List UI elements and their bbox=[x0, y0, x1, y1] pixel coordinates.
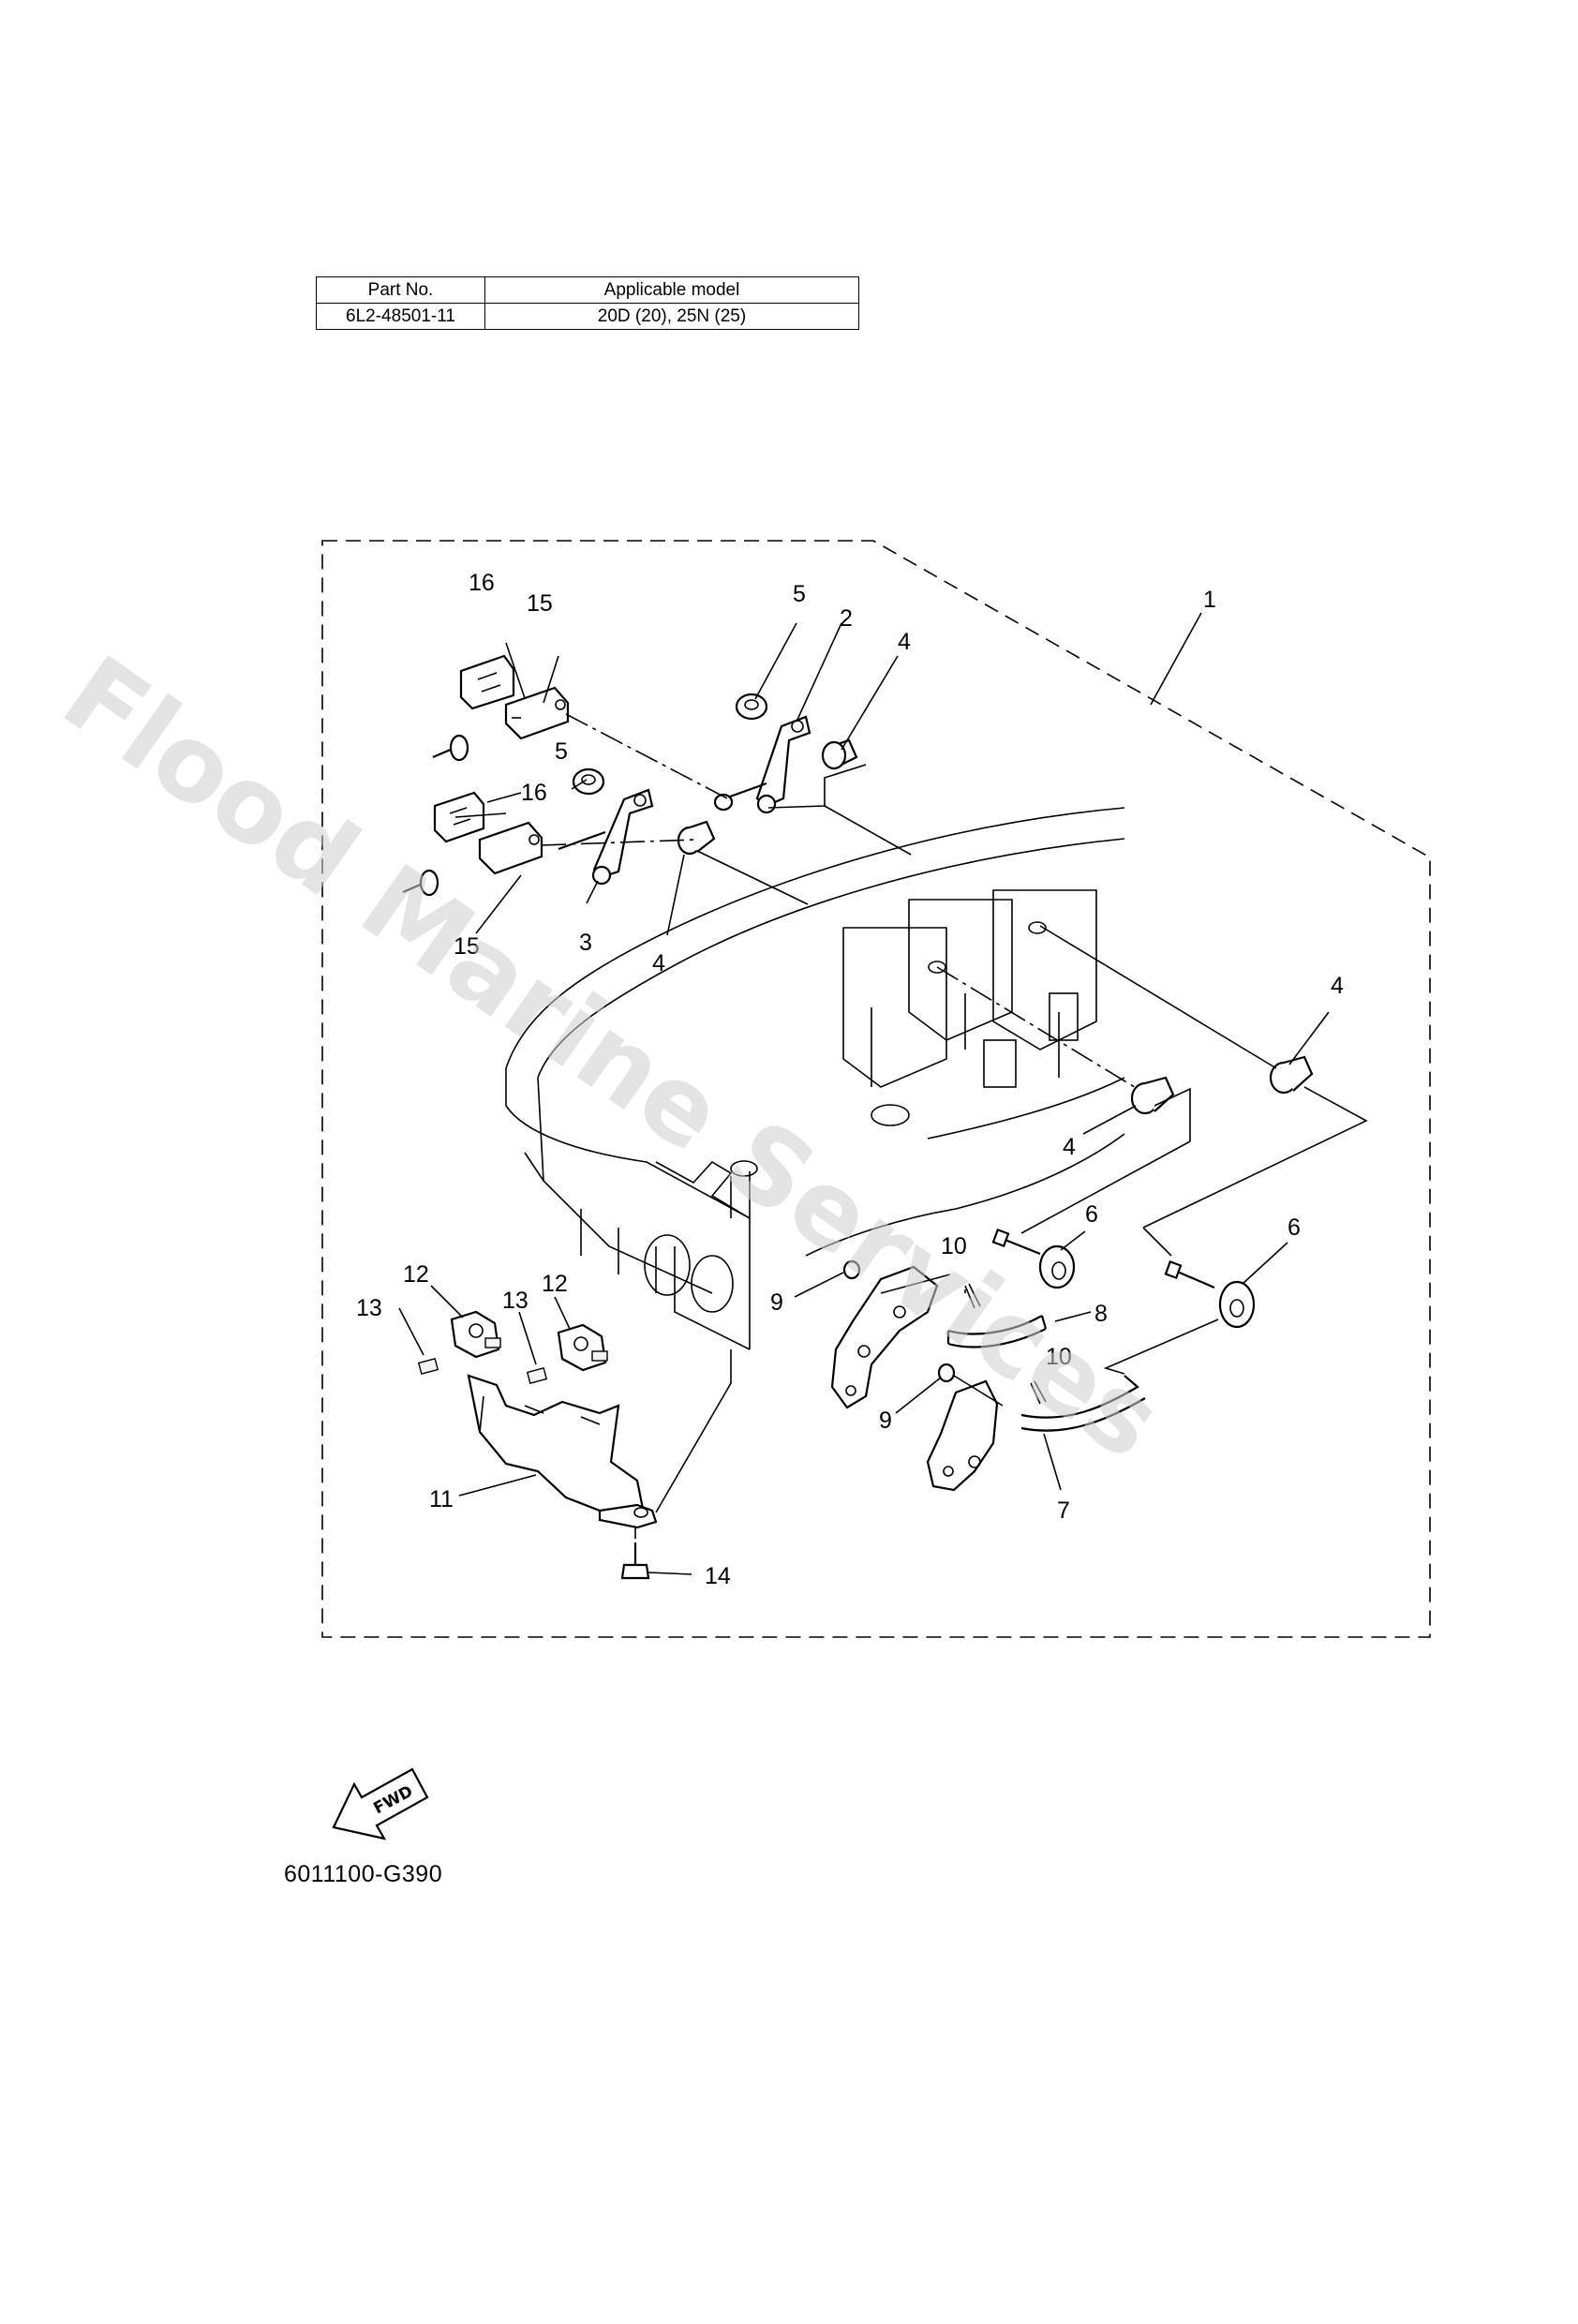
callout-5-lower: 5 bbox=[555, 738, 568, 765]
callout-4-mid: 4 bbox=[652, 950, 665, 976]
part-13-pin-right bbox=[526, 1367, 548, 1384]
part-10-clip-lower bbox=[1030, 1380, 1047, 1405]
callout-11: 11 bbox=[429, 1486, 454, 1512]
part-12-clamp-right bbox=[557, 1323, 608, 1372]
callout-10-upper: 10 bbox=[941, 1233, 967, 1259]
fwd-arrow-icon: FWD bbox=[332, 1767, 429, 1840]
callout-7: 7 bbox=[1057, 1497, 1070, 1524]
table-row: 6L2-48501-11 20D (20), 25N (25) bbox=[316, 303, 859, 330]
callout-5-top: 5 bbox=[793, 581, 806, 607]
assembly-boundary bbox=[321, 540, 1431, 1638]
header-part-no: Part No. bbox=[316, 276, 485, 304]
part-5-nut-lower bbox=[572, 767, 605, 796]
applicable-model-table: Part No. Applicable model 6L2-48501-11 2… bbox=[316, 276, 859, 330]
part-11-bracket bbox=[467, 1374, 658, 1529]
part-4-bushing-center bbox=[1130, 1076, 1175, 1115]
part-10-clip-upper bbox=[964, 1283, 981, 1309]
callout-16-lower: 16 bbox=[521, 780, 547, 806]
callout-4-top: 4 bbox=[898, 629, 911, 655]
callout-12-left: 12 bbox=[403, 1261, 429, 1288]
part-9-washer-lower bbox=[937, 1363, 956, 1383]
callout-16-upper: 16 bbox=[469, 570, 495, 596]
part-9-washer-upper bbox=[842, 1259, 861, 1280]
callout-12-right: 12 bbox=[542, 1271, 568, 1297]
part-4-bushing-upper bbox=[821, 738, 858, 770]
bottom-cowling-outline bbox=[505, 807, 1125, 1350]
engine-mount-blocks bbox=[730, 889, 1097, 1218]
header-applicable-model: Applicable model bbox=[484, 276, 859, 304]
callout-6-left: 6 bbox=[1085, 1201, 1098, 1228]
part-7-link-rod bbox=[1020, 1375, 1146, 1432]
cell-applicable-model: 20D (20), 25N (25) bbox=[484, 303, 859, 330]
throttle-cam-plate-lower bbox=[926, 1379, 999, 1492]
callout-13-right: 13 bbox=[502, 1288, 528, 1314]
part-15-joint-lower bbox=[478, 821, 543, 875]
callout-numbers: 1 2 3 4 4 4 4 5 5 6 6 7 8 9 9 10 10 11 1… bbox=[356, 570, 1344, 1589]
callout-9-lower: 9 bbox=[879, 1408, 892, 1434]
table-header-row: Part No. Applicable model bbox=[316, 276, 859, 304]
part-2-lever bbox=[713, 715, 811, 814]
callout-15-upper: 15 bbox=[527, 590, 553, 617]
part-4-bushing-right bbox=[1269, 1055, 1314, 1095]
callout-9-upper: 9 bbox=[770, 1289, 783, 1316]
part-5-nut-upper bbox=[735, 693, 768, 721]
callout-4-right: 4 bbox=[1331, 973, 1344, 999]
callout-4-center: 4 bbox=[1063, 1134, 1076, 1160]
callout-13-left: 13 bbox=[356, 1295, 382, 1321]
part-3-lever bbox=[558, 788, 654, 886]
throttle-cam-plate-upper bbox=[830, 1265, 939, 1409]
part-4-bushing-middle bbox=[677, 820, 716, 856]
watermark-text: Flood Marine Services bbox=[42, 633, 1184, 1483]
part-6-pivot-right bbox=[1164, 1259, 1256, 1329]
part-8-link-rod bbox=[946, 1315, 1048, 1348]
part-14-bolt bbox=[620, 1542, 650, 1580]
part-16-clip-upper bbox=[459, 654, 515, 710]
part-15-joint-upper bbox=[504, 686, 570, 740]
callout-6-right: 6 bbox=[1288, 1214, 1301, 1241]
part-12-clamp-left bbox=[450, 1310, 501, 1359]
part-13-pin-left bbox=[417, 1358, 439, 1375]
callout-14: 14 bbox=[705, 1563, 731, 1589]
callout-3: 3 bbox=[579, 930, 592, 956]
callout-2: 2 bbox=[840, 605, 853, 632]
callout-15-lower: 15 bbox=[454, 933, 480, 960]
callout-10-lower: 10 bbox=[1046, 1344, 1072, 1370]
part-6-pivot-left bbox=[991, 1228, 1076, 1289]
callout-1: 1 bbox=[1203, 587, 1216, 613]
diagram-code: 6011100-G390 bbox=[284, 1861, 443, 1887]
leader-lines bbox=[398, 612, 1368, 1575]
callout-8: 8 bbox=[1094, 1301, 1108, 1327]
